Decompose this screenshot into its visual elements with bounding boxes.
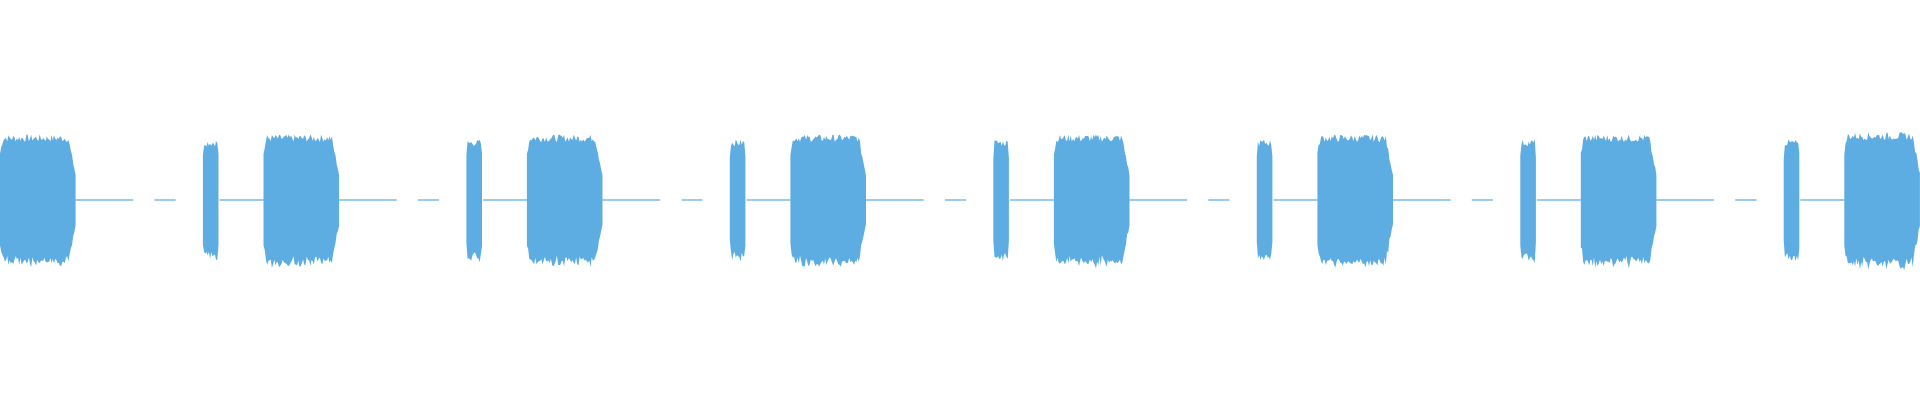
waveform-burst bbox=[1256, 139, 1273, 261]
waveform-burst-shape bbox=[993, 140, 1009, 262]
waveform-burst-shape bbox=[1520, 139, 1536, 263]
waveform-burst-shape bbox=[466, 139, 482, 263]
waveform-burst-shape bbox=[1053, 134, 1130, 269]
waveform-burst bbox=[1317, 134, 1393, 268]
waveform-burst-shape bbox=[1580, 134, 1657, 269]
waveform-burst bbox=[202, 141, 219, 261]
waveform-burst bbox=[0, 134, 76, 268]
waveform-burst bbox=[1580, 134, 1657, 269]
waveform-burst bbox=[526, 134, 603, 268]
waveform-burst bbox=[1783, 139, 1800, 262]
waveform-burst-shape bbox=[1783, 139, 1800, 262]
waveform-burst-shape bbox=[1844, 132, 1920, 271]
waveform-burst bbox=[729, 139, 746, 262]
waveform-burst-shape bbox=[202, 141, 219, 261]
waveform-burst bbox=[1520, 139, 1536, 263]
waveform-burst bbox=[263, 134, 340, 268]
waveform-burst bbox=[1053, 134, 1130, 269]
waveform-burst-shape bbox=[729, 139, 746, 262]
waveform-burst-shape bbox=[263, 134, 340, 268]
waveform-burst bbox=[993, 140, 1009, 262]
waveform-burst bbox=[1844, 132, 1920, 271]
waveform-burst-shape bbox=[1317, 134, 1393, 268]
waveform-segments bbox=[0, 132, 1920, 271]
waveform-burst-shape bbox=[790, 134, 866, 267]
waveform-burst-shape bbox=[526, 134, 603, 268]
waveform-burst bbox=[790, 134, 866, 267]
waveform-burst-shape bbox=[0, 134, 76, 268]
waveform-burst bbox=[466, 139, 482, 263]
waveform-burst-shape bbox=[1256, 139, 1273, 261]
